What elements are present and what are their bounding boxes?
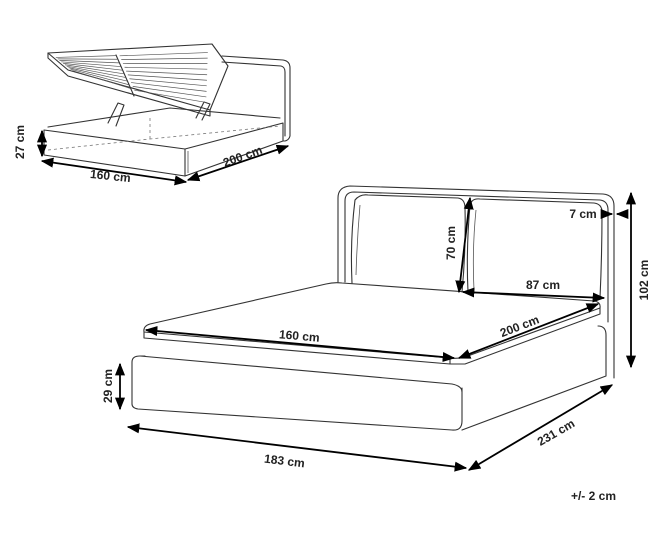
frame-slat — [124, 66, 208, 70]
total-width-label: 183 cm — [263, 452, 305, 471]
storage-bed-drawing — [43, 43, 291, 177]
frame-slat — [59, 60, 119, 64]
frame-slat — [119, 52, 208, 57]
frame-slat — [129, 78, 207, 87]
main-bed-drawing — [131, 185, 615, 431]
frame-slat — [131, 82, 207, 92]
frame-slat — [72, 70, 131, 89]
total-length-label: 231 cm — [535, 416, 577, 448]
frame-slat — [132, 86, 207, 98]
total-height-label: 102 cm — [637, 260, 650, 301]
base-height-label: 29 cm — [101, 369, 115, 403]
frame-slat — [55, 55, 116, 58]
storage-length-label: 200 cm — [221, 143, 264, 170]
storage-width-label: 160 cm — [89, 167, 131, 185]
frame-slat — [134, 89, 207, 103]
frame-slat — [126, 70, 208, 76]
frame-slat — [127, 74, 207, 81]
storage-height-label: 27 cm — [13, 125, 27, 159]
bed-dimensions: 102 cm 7 cm 70 cm 87 cm 160 cm 200 cm 29… — [101, 191, 650, 472]
frame-slat — [70, 68, 129, 86]
frame-slat — [66, 65, 126, 78]
tolerance-note: +/- 2 cm — [570, 489, 616, 503]
mattress-length-label: 200 cm — [498, 312, 541, 340]
storage-dimensions: 27 cm 160 cm 200 cm — [13, 125, 290, 186]
frame-slat — [68, 67, 128, 82]
frame-slat — [63, 62, 123, 71]
cushion-height-label: 70 cm — [444, 226, 458, 260]
headboard-thickness-label: 7 cm — [569, 207, 596, 221]
frame-slat — [61, 61, 121, 67]
mattress-width-label: 160 cm — [278, 327, 320, 344]
frame-slat — [64, 64, 124, 75]
frame-slat — [121, 57, 208, 60]
cushion-width-label: 87 cm — [526, 278, 560, 292]
